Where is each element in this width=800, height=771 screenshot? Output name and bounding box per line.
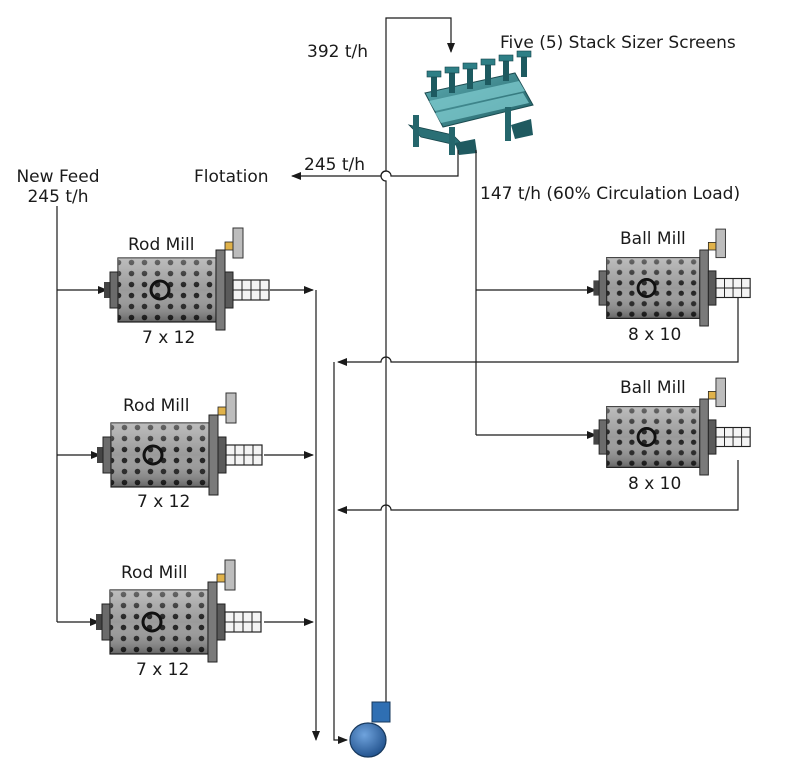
rod-mill-1-size: 7 x 12 bbox=[142, 328, 196, 348]
oversize-rate: 147 t/h (60% Circulation Load) bbox=[480, 184, 741, 204]
rod-mill-discharge-lines bbox=[264, 286, 320, 741]
oversize-line bbox=[475, 150, 597, 439]
rod-mill-2-name: Rod Mill bbox=[123, 396, 190, 416]
undersize-rate: 245 t/h bbox=[304, 155, 366, 175]
rod-mill-1-name: Rod Mill bbox=[128, 235, 195, 255]
ball-mill-2-size: 8 x 10 bbox=[628, 474, 682, 494]
ball-mill-1-size: 8 x 10 bbox=[628, 325, 682, 345]
new-feed-label: New Feed bbox=[16, 167, 100, 187]
ball-mill-1-name: Ball Mill bbox=[620, 229, 686, 249]
flotation-line bbox=[291, 150, 459, 180]
rod-mill-2-size: 7 x 12 bbox=[137, 492, 191, 512]
screens-label: Five (5) Stack Sizer Screens bbox=[500, 33, 736, 53]
pump-icon bbox=[349, 701, 391, 758]
new-feed-line bbox=[56, 206, 108, 626]
new-feed-rate: 245 t/h bbox=[27, 187, 89, 207]
ball-mill-return-lines bbox=[333, 290, 739, 744]
rod-mill-3-name: Rod Mill bbox=[121, 563, 188, 583]
rod-mill-3-size: 7 x 12 bbox=[136, 660, 190, 680]
flotation-label: Flotation bbox=[194, 167, 269, 187]
stack-sizer-screens bbox=[407, 50, 534, 155]
ball-mill-2-name: Ball Mill bbox=[620, 378, 686, 398]
screen-feed-rate: 392 t/h bbox=[307, 42, 369, 62]
